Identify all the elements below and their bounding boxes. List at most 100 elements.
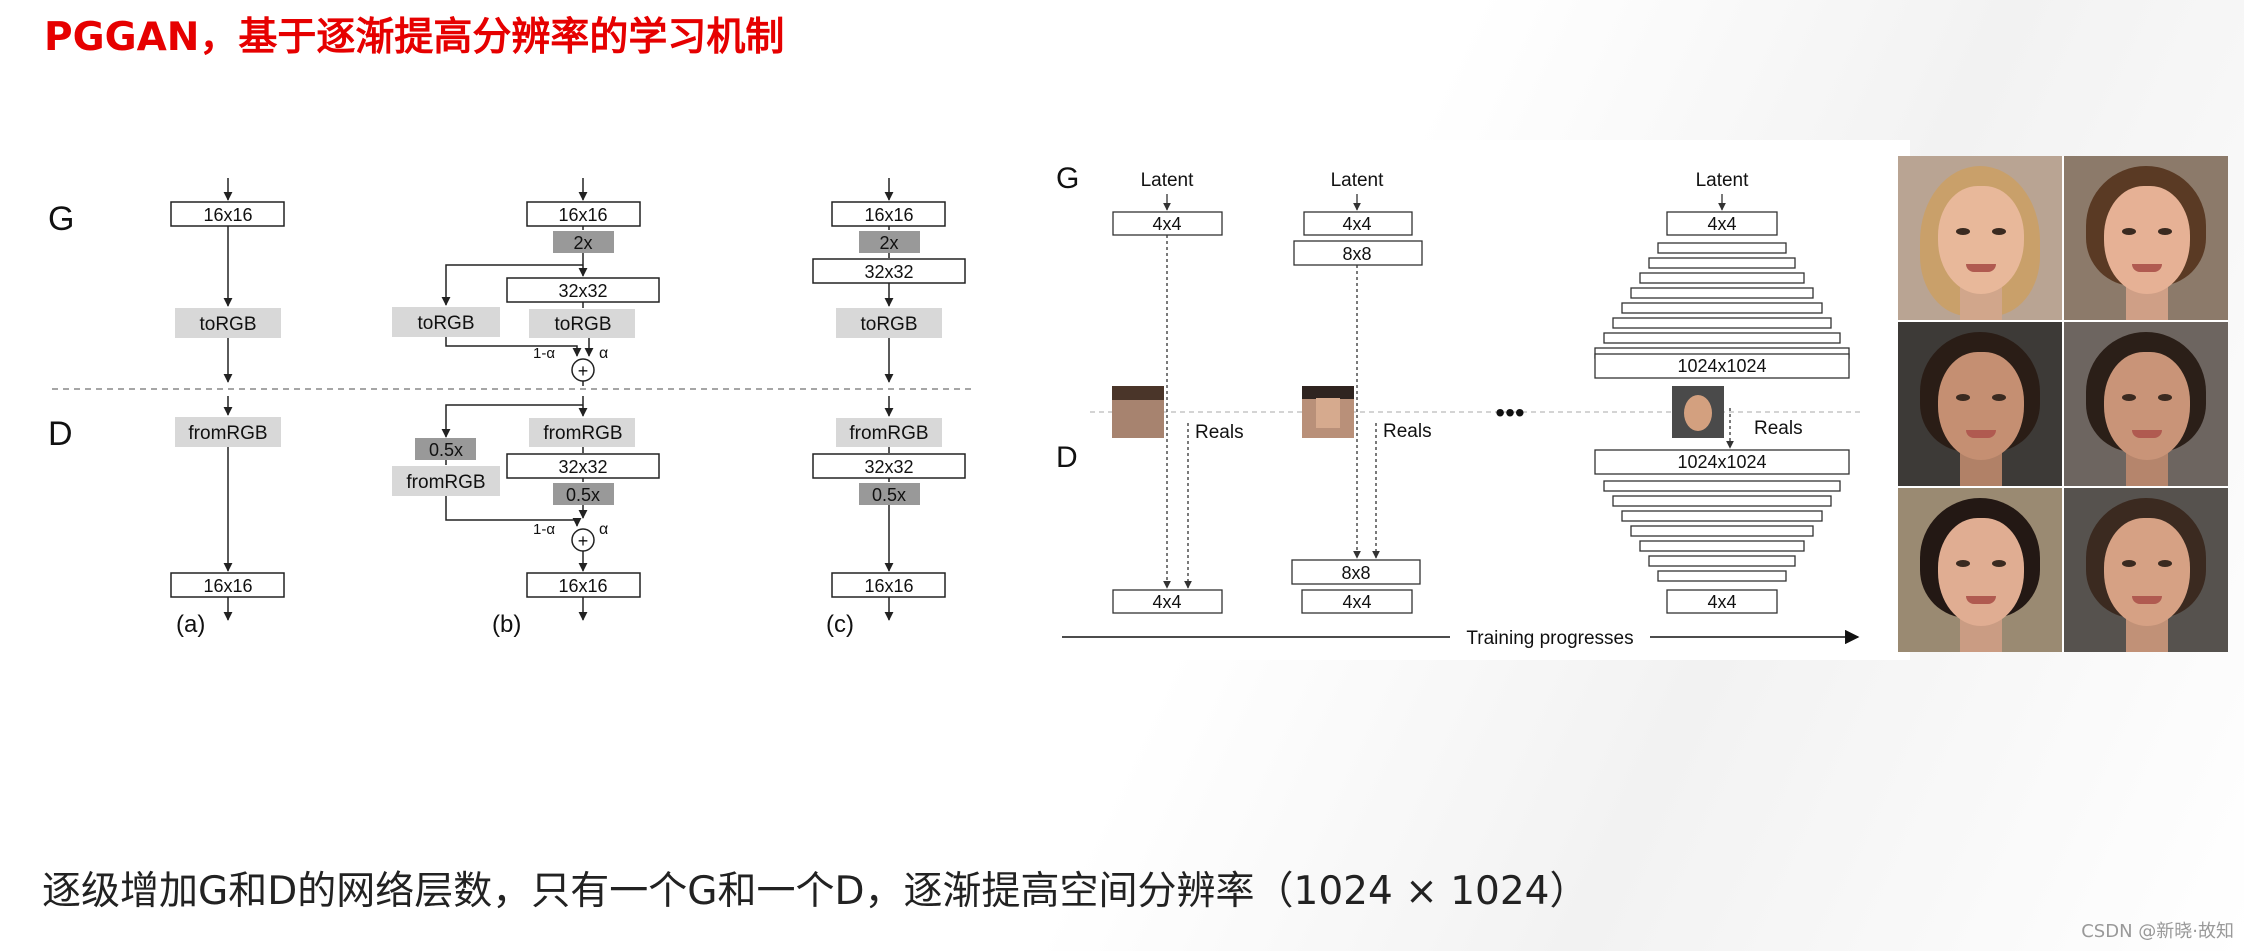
- c-g-32x32-label: 32x32: [864, 262, 913, 282]
- face-4-eye-right: [2158, 394, 2172, 401]
- c-caption: (c): [826, 611, 854, 638]
- face-3-portrait: [1898, 322, 2062, 486]
- stage-2-real-thumb-hair: [1302, 386, 1354, 399]
- face-2-eye-left: [2122, 228, 2136, 235]
- stage-3-g-bottom: 1024x1024: [1677, 356, 1766, 376]
- b-caption: (b): [492, 611, 521, 638]
- stage-1-latent: Latent: [1141, 170, 1195, 191]
- face-2-mouth: [2132, 264, 2162, 272]
- face-1-eye-right: [1992, 228, 2006, 235]
- training-axis-label: Training progresses: [1466, 628, 1633, 649]
- face-6-portrait: [2064, 488, 2228, 652]
- stage-2-d-box1: 8x8: [1341, 563, 1370, 583]
- face-3-eye-right: [1992, 394, 2006, 401]
- stage-1-g-box: 4x4: [1152, 214, 1181, 234]
- column-b: [392, 178, 660, 621]
- stage-2: [1291, 194, 1423, 614]
- face-6-head: [2104, 518, 2190, 626]
- face-5-mouth: [1966, 596, 1996, 604]
- b-d-32x32-label: 32x32: [558, 457, 607, 477]
- c-0.5x-label: 0.5x: [872, 485, 906, 505]
- b-fromrgb-left-label: fromRGB: [406, 472, 485, 493]
- face-1-portrait: [1898, 156, 2062, 320]
- face-4-mouth: [2132, 430, 2162, 438]
- right-g-label: G: [1056, 162, 1079, 195]
- b-0.5x-left-label: 0.5x: [429, 440, 463, 460]
- b-torgb-right-box: [529, 309, 635, 338]
- stage-2-d-box2: 4x4: [1342, 592, 1371, 612]
- c-torgb-label: toRGB: [860, 314, 917, 335]
- stage-3-g-1024-box: [1594, 353, 1850, 379]
- stage-3: [1594, 194, 1850, 614]
- face-3-eye-left: [1956, 394, 1970, 401]
- b-g-32x32-label: 32x32: [558, 281, 607, 301]
- face-5-head: [1938, 518, 2024, 626]
- g-label: G: [48, 200, 74, 238]
- right-d-label: D: [1056, 441, 1078, 474]
- c-g-16x16-label: 16x16: [864, 205, 913, 225]
- face-1-eye-left: [1956, 228, 1970, 235]
- ellipsis: •••: [1495, 397, 1524, 428]
- face-2-head: [2104, 186, 2190, 294]
- c-0.5x-box: [859, 483, 920, 505]
- b-torgb-left-box: [392, 307, 500, 337]
- face-5-eye-right: [1992, 560, 2006, 567]
- b-torgb-left-label: toRGB: [417, 313, 474, 334]
- b-d-alpha: α: [599, 521, 608, 538]
- page-title: PGGAN，基于逐渐提高分辨率的学习机制: [44, 15, 785, 60]
- c-2x-box: [859, 231, 920, 253]
- b-g-plus: +: [578, 361, 589, 381]
- column-c: [812, 178, 966, 621]
- b-2x-label: 2x: [573, 233, 592, 253]
- face-6-eye-left: [2122, 560, 2136, 567]
- stage-1: [1112, 194, 1223, 614]
- b-fromrgb-right-box: [529, 418, 635, 447]
- a-torgb-box: [175, 308, 281, 338]
- a-d-16x16-label: 16x16: [203, 576, 252, 596]
- c-fromrgb-label: fromRGB: [849, 423, 928, 444]
- stage-3-d-top: 1024x1024: [1677, 452, 1766, 472]
- b-g-one-minus-alpha: 1-α: [533, 345, 555, 362]
- d-label: D: [48, 415, 73, 453]
- c-d-16x16-label: 16x16: [864, 576, 913, 596]
- stage-3-g-top: 4x4: [1707, 214, 1736, 234]
- face-4-eye-left: [2122, 394, 2136, 401]
- face-3-mouth: [1966, 430, 1996, 438]
- face-4-head: [2104, 352, 2190, 460]
- stage-2-real-thumb-face: [1316, 398, 1340, 428]
- stage-1-reals: Reals: [1195, 422, 1244, 443]
- a-fromrgb-box: [175, 417, 281, 447]
- stage-2-latent: Latent: [1331, 170, 1385, 191]
- stage-3-real-thumb-face: [1684, 395, 1712, 431]
- b-2x-box: [553, 231, 614, 253]
- face-1-head: [1938, 186, 2024, 294]
- stage-2-reals: Reals: [1383, 421, 1432, 442]
- c-2x-label: 2x: [879, 233, 898, 253]
- c-d-32x32-label: 32x32: [864, 457, 913, 477]
- slide-caption: 逐级增加G和D的网络层数，只有一个G和一个D，逐渐提高空间分辨率（1024 × …: [42, 869, 1589, 914]
- b-0.5x-right-box: [553, 483, 614, 505]
- column-a: [170, 178, 285, 621]
- a-torgb-label: toRGB: [199, 314, 256, 335]
- stage-3-latent: Latent: [1696, 170, 1750, 191]
- c-torgb-box: [836, 308, 942, 338]
- a-fromrgb-label: fromRGB: [188, 423, 267, 444]
- b-g-alpha: α: [599, 345, 608, 362]
- b-0.5x-right-label: 0.5x: [566, 485, 600, 505]
- pggan-fade-in-diagram: G D 16x16 toRGB fromRGB 16x16 (a): [48, 178, 975, 638]
- face-6-mouth: [2132, 596, 2162, 604]
- b-g-16x16-label: 16x16: [558, 205, 607, 225]
- face-3-head: [1938, 352, 2024, 460]
- b-0.5x-left-box: [415, 438, 476, 460]
- b-d-one-minus-alpha: 1-α: [533, 521, 555, 538]
- stage-2-g-box2: 8x8: [1342, 244, 1371, 264]
- progressive-training-diagram: G D Latent 4x4 Reals 4x4 Latent 4x4 8x8 …: [1056, 162, 1860, 649]
- face-2-portrait: [2064, 156, 2228, 320]
- stage-2-g-box1: 4x4: [1342, 214, 1371, 234]
- face-4-portrait: [2064, 322, 2228, 486]
- stage-3-reals: Reals: [1754, 418, 1803, 439]
- face-5-eye-left: [1956, 560, 1970, 567]
- face-6-eye-right: [2158, 560, 2172, 567]
- stage-1-real-thumb-hair: [1112, 386, 1164, 400]
- stage-3-d-1024-box: [1594, 449, 1850, 475]
